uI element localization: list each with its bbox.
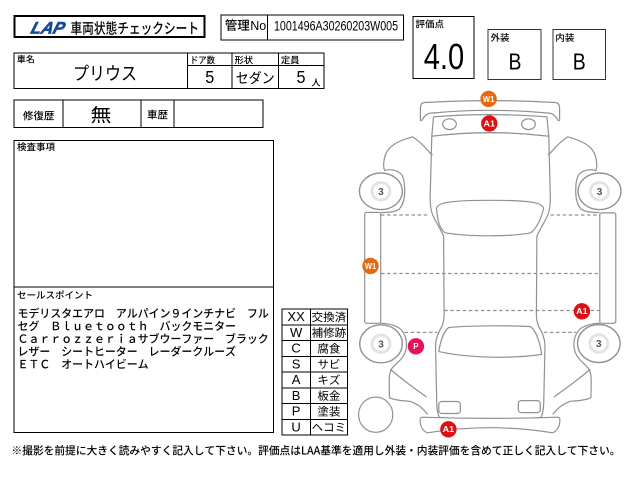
svg-text:W1: W1 [483, 95, 495, 104]
svg-text:No: No [250, 19, 266, 33]
svg-text:W: W [290, 325, 303, 340]
svg-text:B: B [573, 49, 586, 75]
svg-text:5: 5 [205, 67, 214, 87]
svg-text:B: B [509, 49, 522, 75]
svg-text:3: 3 [378, 187, 384, 198]
svg-text:3: 3 [596, 339, 602, 350]
svg-text:4.0: 4.0 [424, 36, 465, 77]
svg-text:3: 3 [597, 187, 603, 198]
svg-text:A1: A1 [576, 307, 588, 316]
svg-text:5: 5 [297, 67, 306, 87]
svg-text:1001496A30260203W005: 1001496A30260203W005 [274, 18, 398, 34]
svg-text:XX: XX [287, 309, 305, 324]
svg-text:A: A [292, 372, 301, 387]
svg-text:S: S [292, 356, 301, 371]
svg-text:B: B [292, 388, 301, 403]
svg-text:A1: A1 [443, 425, 455, 434]
svg-text:A1: A1 [484, 119, 496, 128]
svg-text:3: 3 [378, 339, 384, 350]
svg-text:P: P [413, 342, 419, 351]
svg-text:P: P [292, 404, 301, 419]
svg-text:C: C [291, 341, 300, 356]
svg-text:U: U [291, 419, 300, 434]
svg-text:W1: W1 [365, 262, 377, 271]
svg-text:LAP: LAP [29, 19, 68, 38]
